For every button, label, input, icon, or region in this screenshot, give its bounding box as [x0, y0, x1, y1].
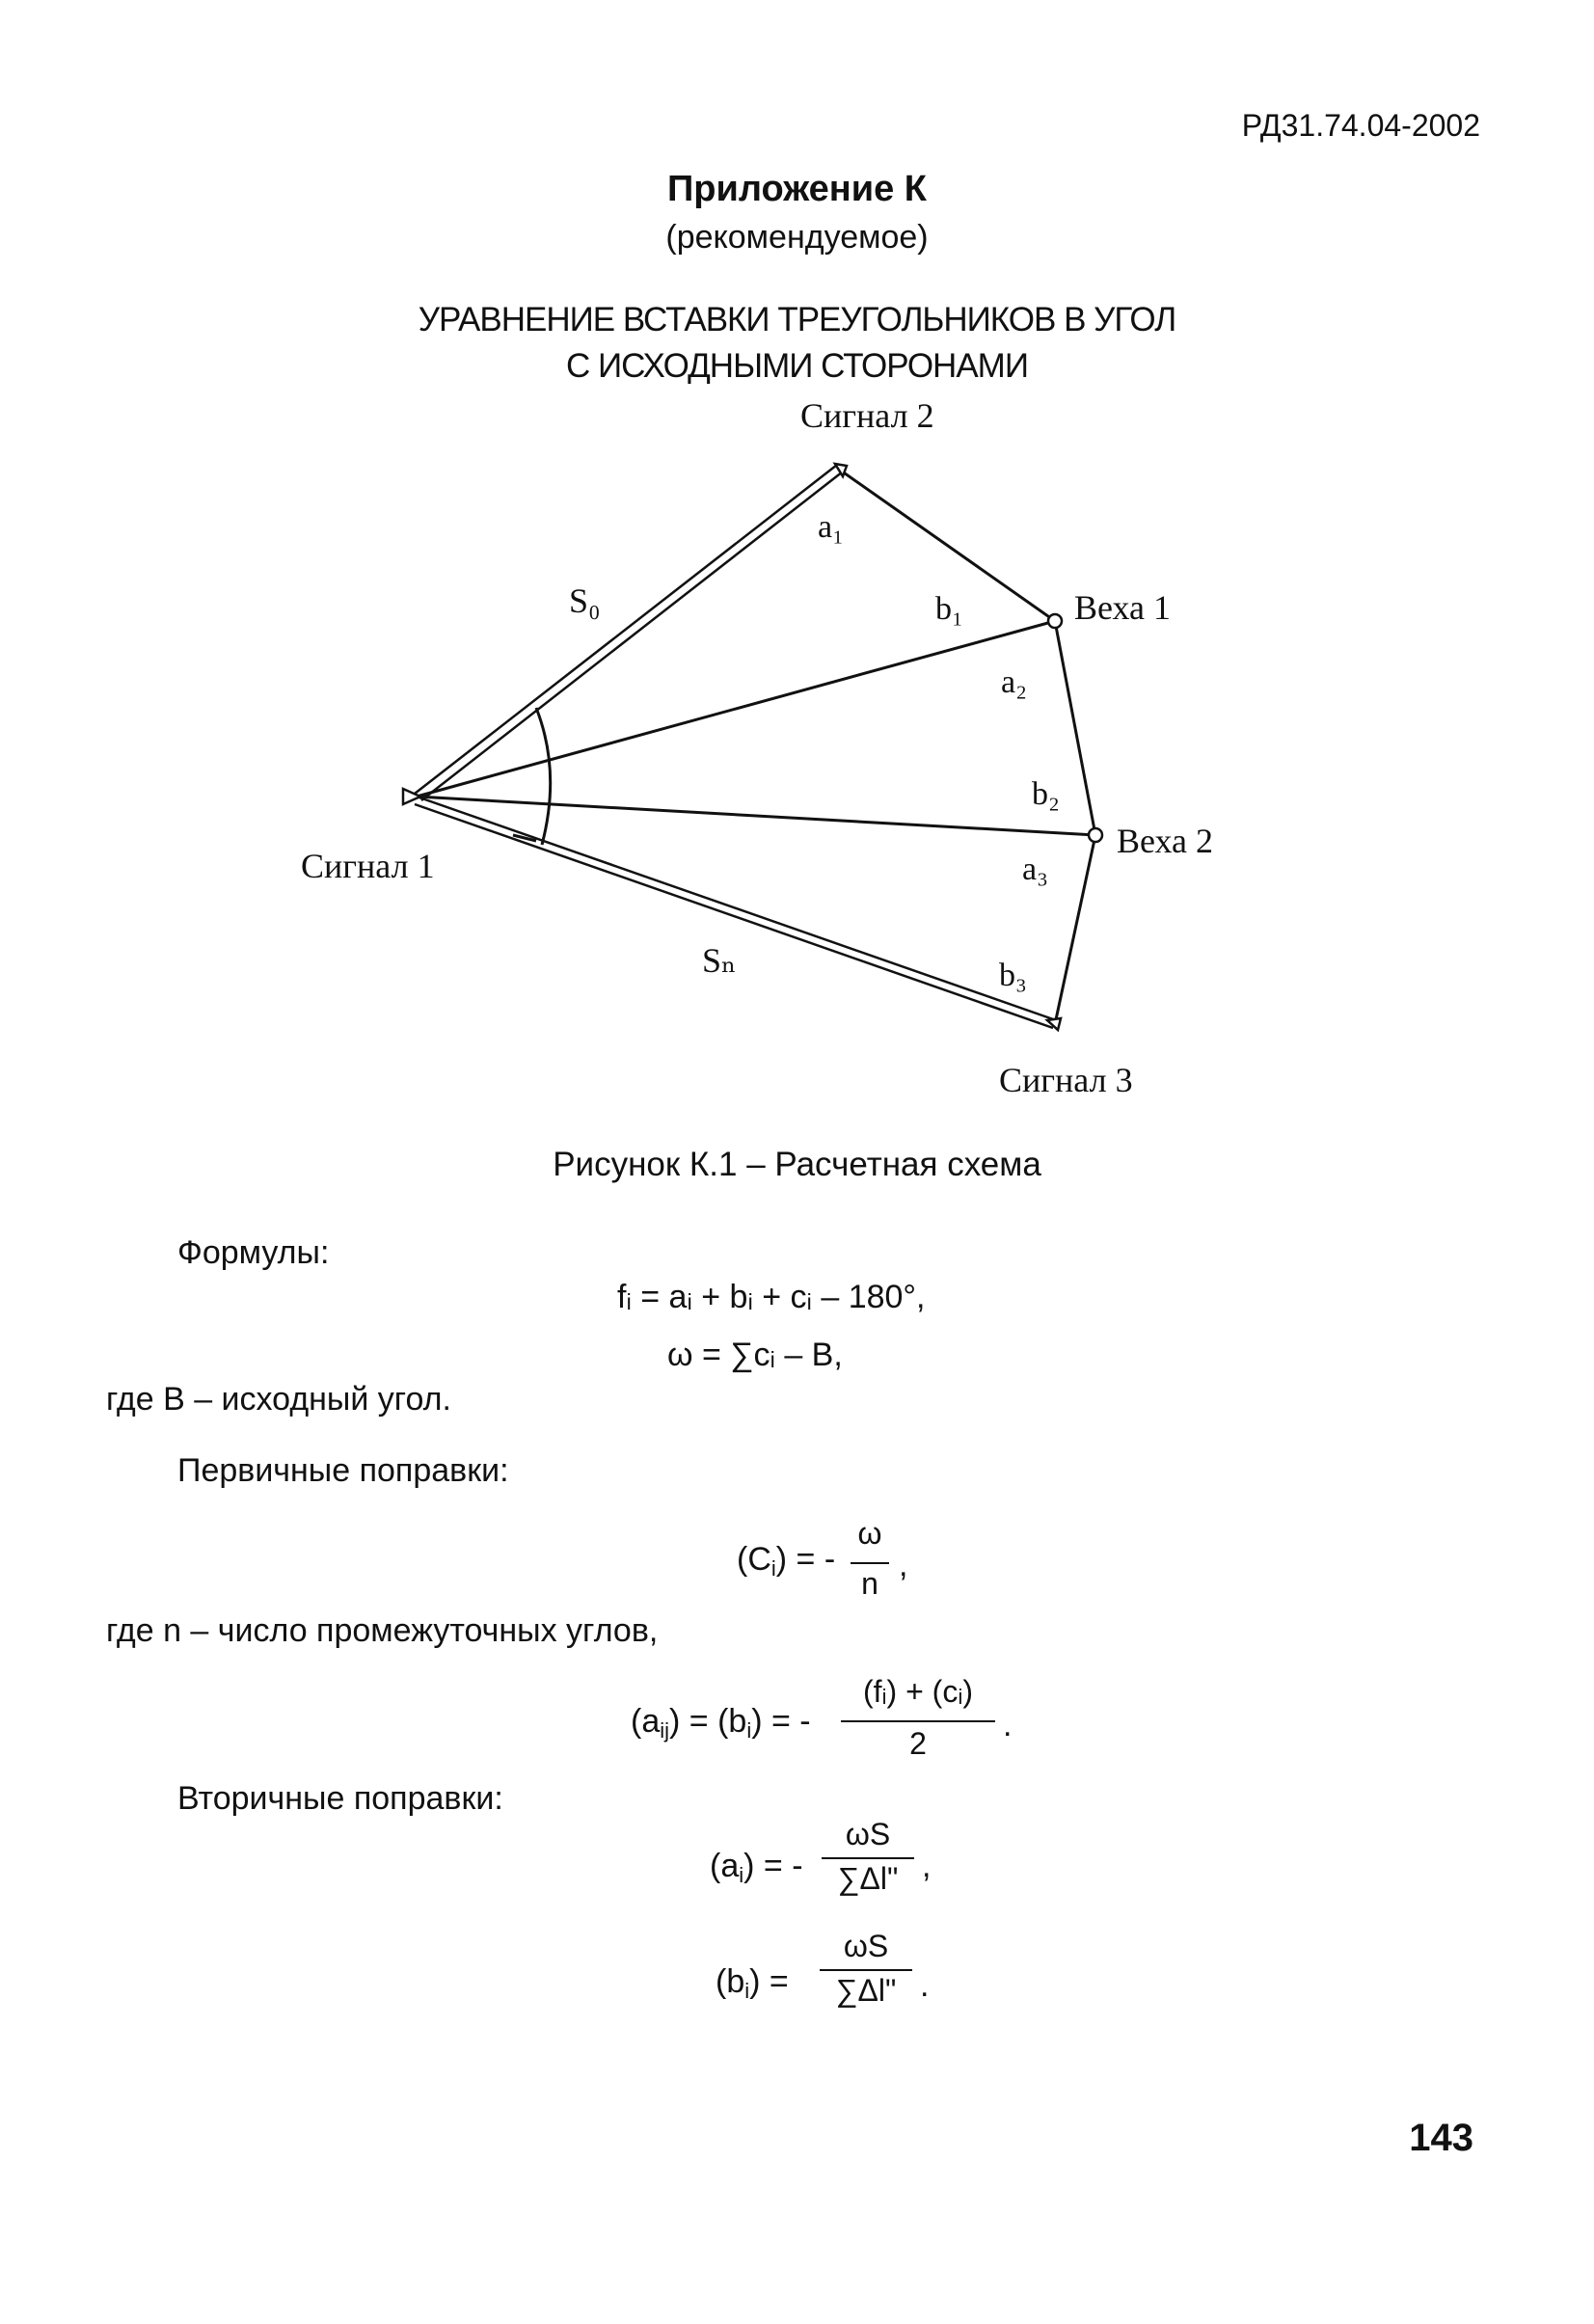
formula-ci-bar	[851, 1562, 889, 1564]
label-a2: a₂	[1001, 664, 1027, 700]
label-b2: b₂	[1032, 776, 1060, 812]
formula-a2-tail: ,	[922, 1848, 932, 1884]
formulas-label: Формулы:	[177, 1234, 330, 1271]
label-a3: a₃	[1022, 851, 1048, 887]
label-signal1: Сигнал 1	[301, 847, 435, 885]
label-b3: b₃	[999, 958, 1027, 993]
label-signal2: Сигнал 2	[800, 396, 934, 435]
signal2-marker	[832, 462, 849, 479]
formula-a2-bar	[822, 1857, 914, 1859]
formula-ab-tail: .	[1003, 1707, 1013, 1743]
calculation-diagram: Сигнал 2 Веха 1 Веха 2 Сигнал 1 Сигнал 3…	[301, 396, 1213, 1099]
line-signal1-vekha1	[416, 619, 1056, 798]
document-code: РД31.74.04-2002	[1241, 108, 1480, 143]
section-heading-line2: С ИСХОДНЫМИ СТОРОНАМИ	[566, 347, 1029, 385]
label-b1: b₁	[935, 591, 963, 627]
formula-ci-denominator: n	[861, 1566, 878, 1601]
formula-b2-denominator: ∑Δl"	[835, 1973, 897, 2008]
page-number: 143	[1409, 2117, 1473, 2159]
side-s0	[414, 464, 844, 801]
label-s0: S₀	[569, 581, 601, 620]
signal3-marker	[1044, 1016, 1063, 1033]
formula-ci-tail: ,	[899, 1547, 908, 1583]
section-heading-line1: УРАВНЕНИЕ ВСТАВКИ ТРЕУГОЛЬНИКОВ В УГОЛ	[418, 301, 1176, 338]
formula-ab-denominator: 2	[909, 1726, 927, 1761]
figure-caption: Рисунок К.1 – Расчетная схема	[553, 1146, 1041, 1183]
line-vekha1-vekha2	[1053, 620, 1097, 836]
label-vekha2: Веха 2	[1117, 822, 1213, 860]
label-vekha1: Веха 1	[1074, 588, 1171, 627]
angle-arc	[534, 707, 553, 846]
vekha1-marker	[1046, 612, 1064, 630]
line-signal2-vekha1	[840, 469, 1056, 623]
formula-ab-numerator: (fᵢ) + (cᵢ)	[862, 1674, 974, 1709]
formula-a2-numerator: ωS	[845, 1817, 891, 1851]
formula-a2-denominator: ∑Δl"	[837, 1861, 899, 1896]
formula-f: fᵢ = aᵢ + bᵢ + cᵢ – 180°,	[617, 1279, 926, 1315]
where-n-text: где n – число промежуточных углов,	[106, 1612, 659, 1649]
formula-ab-left: (aij) = (bi) = -	[631, 1703, 811, 1743]
line-signal1-vekha2	[416, 795, 1096, 837]
primary-corrections-label: Первичные поправки:	[177, 1452, 509, 1489]
label-signal3: Сигнал 3	[999, 1061, 1133, 1099]
formula-b2-numerator: ωS	[843, 1929, 889, 1963]
signal1-marker	[401, 787, 424, 806]
label-a1: a₁	[818, 509, 844, 545]
formula-b2-tail: .	[920, 1967, 930, 2004]
formula-b2-bar	[820, 1969, 912, 1971]
appendix-title: Приложение К	[666, 169, 927, 209]
line-vekha2-signal3	[1053, 834, 1097, 1025]
formula-ci-left: (Ci) = -	[737, 1541, 836, 1581]
side-sn	[414, 795, 1057, 1030]
where-b-text: где В – исходный угол.	[106, 1381, 451, 1418]
formula-ab-bar	[841, 1720, 995, 1722]
arc-tick	[512, 833, 537, 843]
label-sn: Sₙ	[702, 941, 737, 980]
formula-ci-numerator: ω	[857, 1516, 882, 1551]
appendix-subtitle: (рекомендуемое)	[665, 219, 929, 256]
vekha2-marker	[1087, 826, 1104, 844]
formula-a2-left: (ai) = -	[710, 1848, 803, 1887]
formula-b2-left: (bi) =	[716, 1963, 789, 2003]
secondary-corrections-label: Вторичные поправки:	[177, 1780, 503, 1817]
formula-omega: ω = ∑cᵢ – B,	[667, 1337, 843, 1373]
